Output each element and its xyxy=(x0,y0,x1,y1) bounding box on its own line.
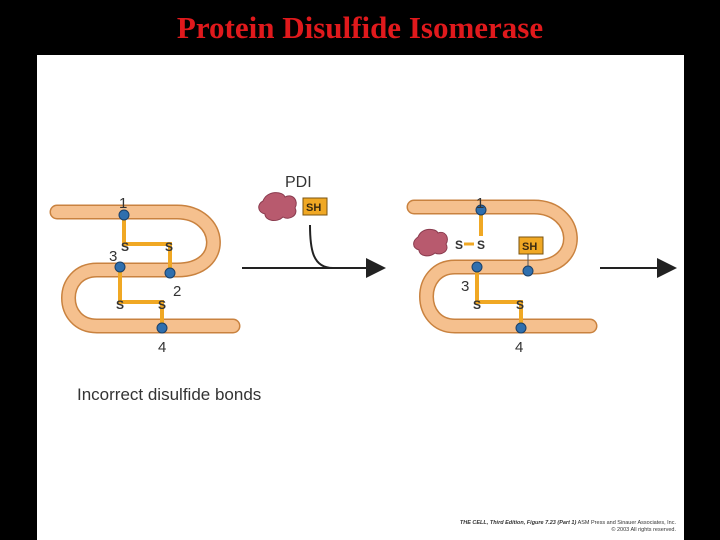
cysteine-3 xyxy=(114,261,126,273)
misfolded-protein: S S S S 1 2 3 4 xyxy=(49,195,241,356)
cysteine-2 xyxy=(164,267,176,279)
sulfur-label: S xyxy=(477,238,485,252)
sh-label: SH xyxy=(522,241,537,253)
cysteine-number-3: 3 xyxy=(109,248,117,265)
pdi-label: PDI xyxy=(285,174,312,191)
cysteine-4 xyxy=(515,322,527,334)
sulfur-label: S xyxy=(116,298,124,312)
disulfide-bond-3-4 xyxy=(118,270,164,327)
cys2-sh-box xyxy=(518,236,544,255)
cysteine-number-1: 1 xyxy=(476,195,484,212)
sulfur-label: S xyxy=(165,240,173,254)
sulfur-label: S xyxy=(121,240,129,254)
slide-title: Protein Disulfide Isomerase xyxy=(176,10,544,45)
cysteine-number-1: 1 xyxy=(119,195,127,212)
figure-credit: THE CELL, Third Edition, Figure 7.23 (Pa… xyxy=(460,520,676,534)
cysteine-1 xyxy=(475,204,487,216)
credit-line-2: © 2003 All rights reserved. xyxy=(611,527,676,533)
cysteine-number-2: 2 xyxy=(173,283,181,300)
pdi-protein-intermediate: S S SH S S 1 3 4 xyxy=(406,195,598,356)
pdi-sh-box xyxy=(302,197,328,216)
sulfur-label: S xyxy=(473,298,481,312)
cysteine-4 xyxy=(156,322,168,334)
pdi-blob xyxy=(258,192,297,222)
diagram-caption: Incorrect disulfide bonds xyxy=(77,385,262,404)
credit-publisher: ASM Press and Sinauer Associates, Inc. xyxy=(577,520,676,526)
cysteine-number-3: 3 xyxy=(461,278,469,295)
sulfur-label: S xyxy=(158,298,166,312)
credit-line-1: THE CELL, Third Edition, Figure 7.23 (Pa… xyxy=(460,520,676,527)
bound-pdi-blob xyxy=(413,228,448,257)
disulfide-bond-3-4 xyxy=(475,267,523,327)
credit-title: THE CELL, Third Edition, Figure 7.23 (Pa… xyxy=(459,520,577,526)
pdi-enzyme: PDI SH xyxy=(258,174,328,222)
cysteine-2 xyxy=(522,265,534,277)
polypeptide-strand xyxy=(408,201,596,332)
pdi-entry-curve xyxy=(309,224,334,269)
sh-label: SH xyxy=(306,202,321,214)
diagram-panel: S S S S 1 2 3 4 PDI SH S S xyxy=(37,55,684,540)
cysteine-number-4: 4 xyxy=(158,339,166,356)
cysteine-3 xyxy=(471,261,483,273)
polypeptide-strand xyxy=(51,206,239,332)
cysteine-number-4: 4 xyxy=(515,339,523,356)
disulfide-bond-1-2 xyxy=(122,212,172,272)
pdi-diagram: S S S S 1 2 3 4 PDI SH S S xyxy=(49,174,677,356)
sulfur-label: S xyxy=(516,298,524,312)
sulfur-label: S xyxy=(455,238,463,252)
cysteine-1 xyxy=(118,209,130,221)
